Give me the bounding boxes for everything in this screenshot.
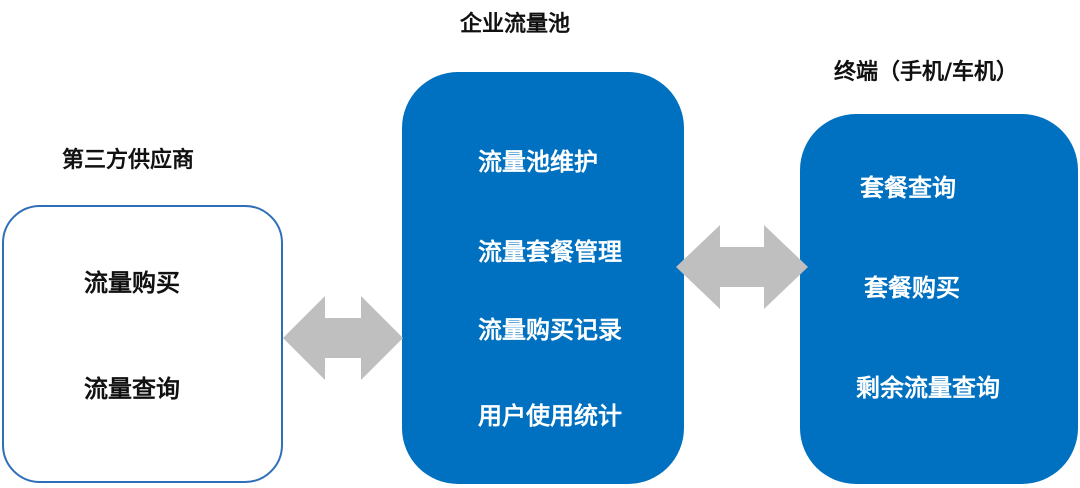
- third-party-item-purchase: 流量购买: [84, 269, 180, 297]
- third-party-item-query: 流量查询: [84, 375, 180, 403]
- pool-item-package-management: 流量套餐管理: [478, 238, 622, 266]
- terminal-item-remaining-query: 剩余流量查询: [856, 374, 1000, 402]
- third-party-title: 第三方供应商: [62, 148, 195, 173]
- pool-item-usage-stats: 用户使用统计: [478, 402, 622, 430]
- terminal-item-package-purchase: 套餐购买: [864, 274, 960, 302]
- double-arrow-left-center: [283, 296, 403, 380]
- pool-item-maintenance: 流量池维护: [478, 148, 598, 176]
- enterprise-pool-box: 流量池维护 流量套餐管理 流量购买记录 用户使用统计: [402, 72, 684, 484]
- terminal-box: 套餐查询 套餐购买 剩余流量查询: [800, 114, 1078, 484]
- double-arrow-center-right: [676, 225, 808, 309]
- enterprise-pool-title: 企业流量池: [460, 12, 571, 37]
- third-party-box: 流量购买 流量查询: [2, 205, 283, 483]
- terminal-item-package-query: 套餐查询: [860, 174, 956, 202]
- terminal-title: 终端（手机/车机）: [834, 60, 1019, 85]
- pool-item-purchase-records: 流量购买记录: [478, 316, 622, 344]
